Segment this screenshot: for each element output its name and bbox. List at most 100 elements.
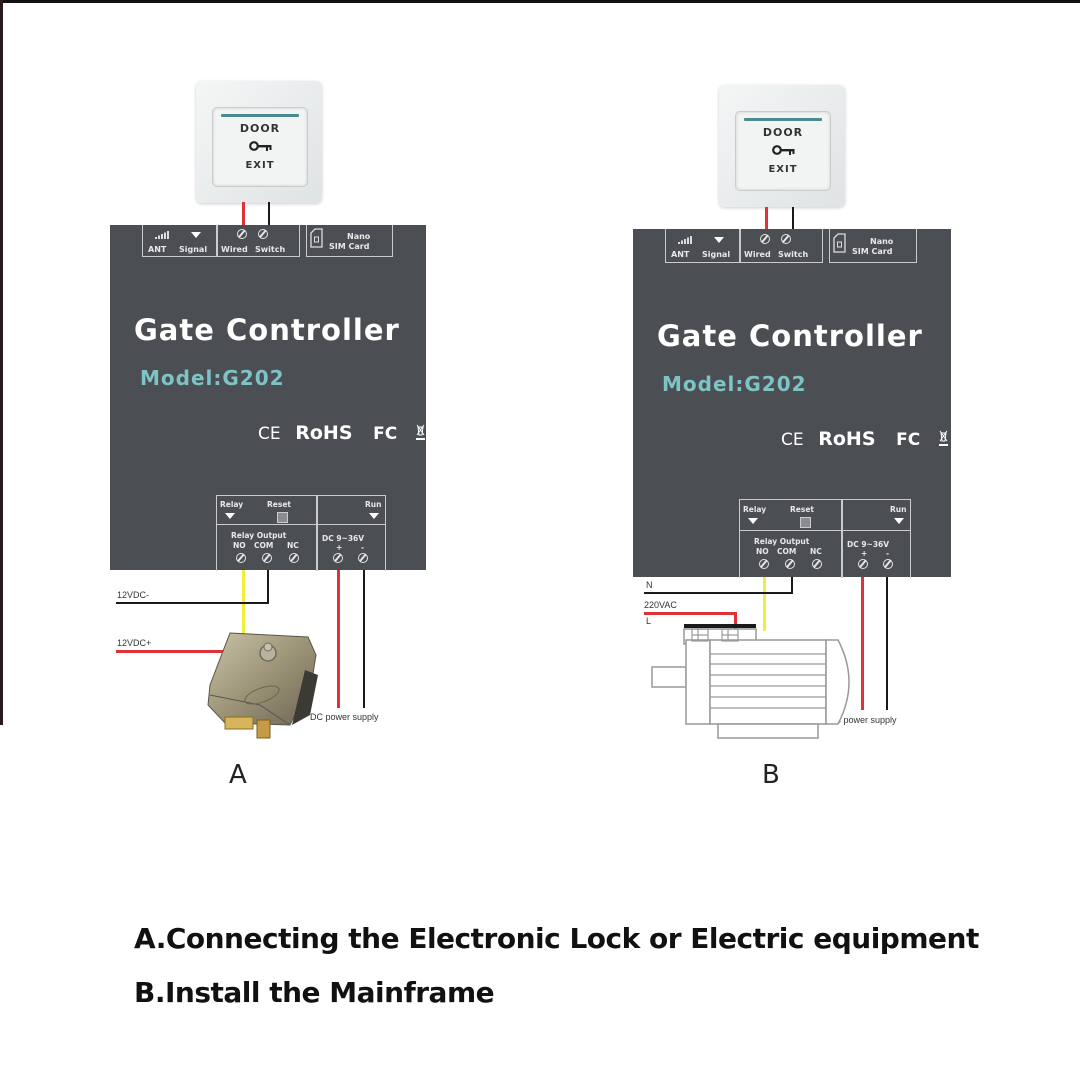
220vac-label: 220VAC (644, 600, 677, 610)
switch-label: Switch (778, 250, 809, 259)
relay-output-box: Relay Reset Relay Output NO COM NC (216, 495, 318, 571)
weee-icon (415, 424, 425, 440)
run-label: Run (365, 500, 382, 509)
reset-button (277, 512, 288, 523)
plus-terminal (333, 553, 343, 563)
wired-label: Wired (744, 250, 771, 259)
weee-icon (938, 430, 948, 446)
model-number: Model:G202 (662, 372, 807, 396)
electric-motor-icon (651, 624, 850, 739)
divider (740, 530, 842, 531)
device-title: Gate Controller (657, 319, 923, 353)
wire-dc-neg (363, 570, 365, 708)
relay-output-box: Relay Reset Relay Output NO COM NC (739, 499, 843, 578)
rohs-mark: RoHS (295, 422, 353, 444)
signal-label: Signal (179, 245, 208, 254)
plus-label: + (861, 549, 868, 558)
ant-label: ANT (148, 245, 167, 254)
l-label: L (646, 616, 652, 626)
screw-terminal (781, 234, 791, 244)
wire-dc-neg (886, 577, 888, 710)
door-exit-face: DOOR EXIT (212, 107, 308, 187)
door-exit-face: DOOR EXIT (735, 111, 831, 191)
caption-a: A.Connecting the Electronic Lock or Elec… (134, 922, 979, 955)
left-border (0, 0, 3, 725)
sim-card-label: SIM Card (329, 242, 370, 251)
key-icon (249, 141, 272, 151)
door-wire-black (792, 207, 794, 230)
minus-label: - (886, 549, 890, 558)
minus-label: - (361, 543, 365, 552)
wired-label: Wired (221, 245, 248, 254)
gate-controller-panel: ANT Signal Wired Switch Nano SIM Card Ga… (110, 225, 426, 571)
sim-card-box: Nano SIM Card (829, 229, 917, 263)
model-number: Model:G202 (140, 366, 285, 390)
com-terminal (785, 559, 795, 569)
door-wire-red (242, 202, 245, 226)
door-exit-button: DOOR EXIT (719, 85, 845, 207)
relay-output-label: Relay Output (231, 531, 287, 540)
ant-signal-box: ANT Signal (665, 229, 741, 263)
reset-label: Reset (267, 500, 291, 509)
com-label: COM (777, 547, 797, 556)
electronic-lock-icon (207, 632, 318, 739)
ce-mark: CE (781, 430, 804, 450)
ce-mark: CE (258, 424, 281, 444)
reset-button (800, 517, 811, 528)
ant-signal-box: ANT Signal (142, 225, 218, 257)
relay-led-label: Relay (220, 500, 244, 509)
signal-led-icon (191, 232, 201, 238)
no-terminal (236, 553, 246, 563)
dc-power-supply-label: DC power supply (310, 712, 379, 722)
certification-marks: CE RoHS FC (258, 422, 425, 444)
relay-led-icon (748, 518, 758, 524)
minus-terminal (883, 559, 893, 569)
plus-terminal (858, 559, 868, 569)
12vdc-pos-label: 12VDC+ (117, 638, 152, 648)
run-led-icon (369, 513, 379, 519)
nc-label: NC (287, 541, 299, 550)
reset-label: Reset (790, 505, 814, 514)
wire-yellow (242, 570, 245, 642)
sim-card-box: Nano SIM Card (306, 225, 393, 257)
door-exit-button: DOOR EXIT (196, 81, 322, 203)
com-terminal (262, 553, 272, 563)
ant-label: ANT (671, 250, 690, 259)
relay-output-label: Relay Output (754, 537, 810, 546)
certification-marks: CE RoHS FC (781, 428, 948, 450)
no-label: NO (756, 547, 769, 556)
key-icon (772, 145, 795, 155)
minus-terminal (358, 553, 368, 563)
exit-label: EXIT (768, 164, 798, 175)
top-border (0, 0, 1080, 3)
door-label: DOOR (762, 126, 804, 139)
relay-led-label: Relay (743, 505, 767, 514)
com-label: COM (254, 541, 274, 550)
dc-voltage-label: DC 9~36V (847, 540, 890, 549)
signal-led-icon (714, 237, 724, 243)
nano-label: Nano (870, 237, 894, 246)
plus-label: + (336, 543, 343, 552)
wire-l-drop (734, 612, 737, 631)
wire-yellow (763, 577, 766, 631)
12vdc-neg-label: 12VDC- (117, 590, 150, 600)
divider (217, 524, 317, 525)
switch-label: Switch (255, 245, 286, 254)
caption-b: B.Install the Mainframe (134, 976, 495, 1009)
sim-card-label: SIM Card (852, 247, 893, 256)
dc-voltage-label: DC 9~36V (322, 534, 365, 543)
nc-terminal (812, 559, 822, 569)
sim-card-icon (833, 233, 846, 253)
n-label: N (646, 580, 653, 590)
wire-l (644, 612, 736, 615)
wire-12vdc-neg (116, 602, 269, 604)
wired-switch-box: Wired Switch (216, 225, 300, 257)
wire-black-com (267, 570, 269, 603)
diagram-letter-a: A (229, 760, 247, 790)
relay-led-icon (225, 513, 235, 519)
dc-power-supply-label: DC power supply (828, 715, 897, 725)
wire-dc-pos (337, 570, 340, 708)
wire-n (644, 592, 793, 594)
nc-label: NC (810, 547, 822, 556)
wire-12vdc-pos (116, 650, 236, 653)
